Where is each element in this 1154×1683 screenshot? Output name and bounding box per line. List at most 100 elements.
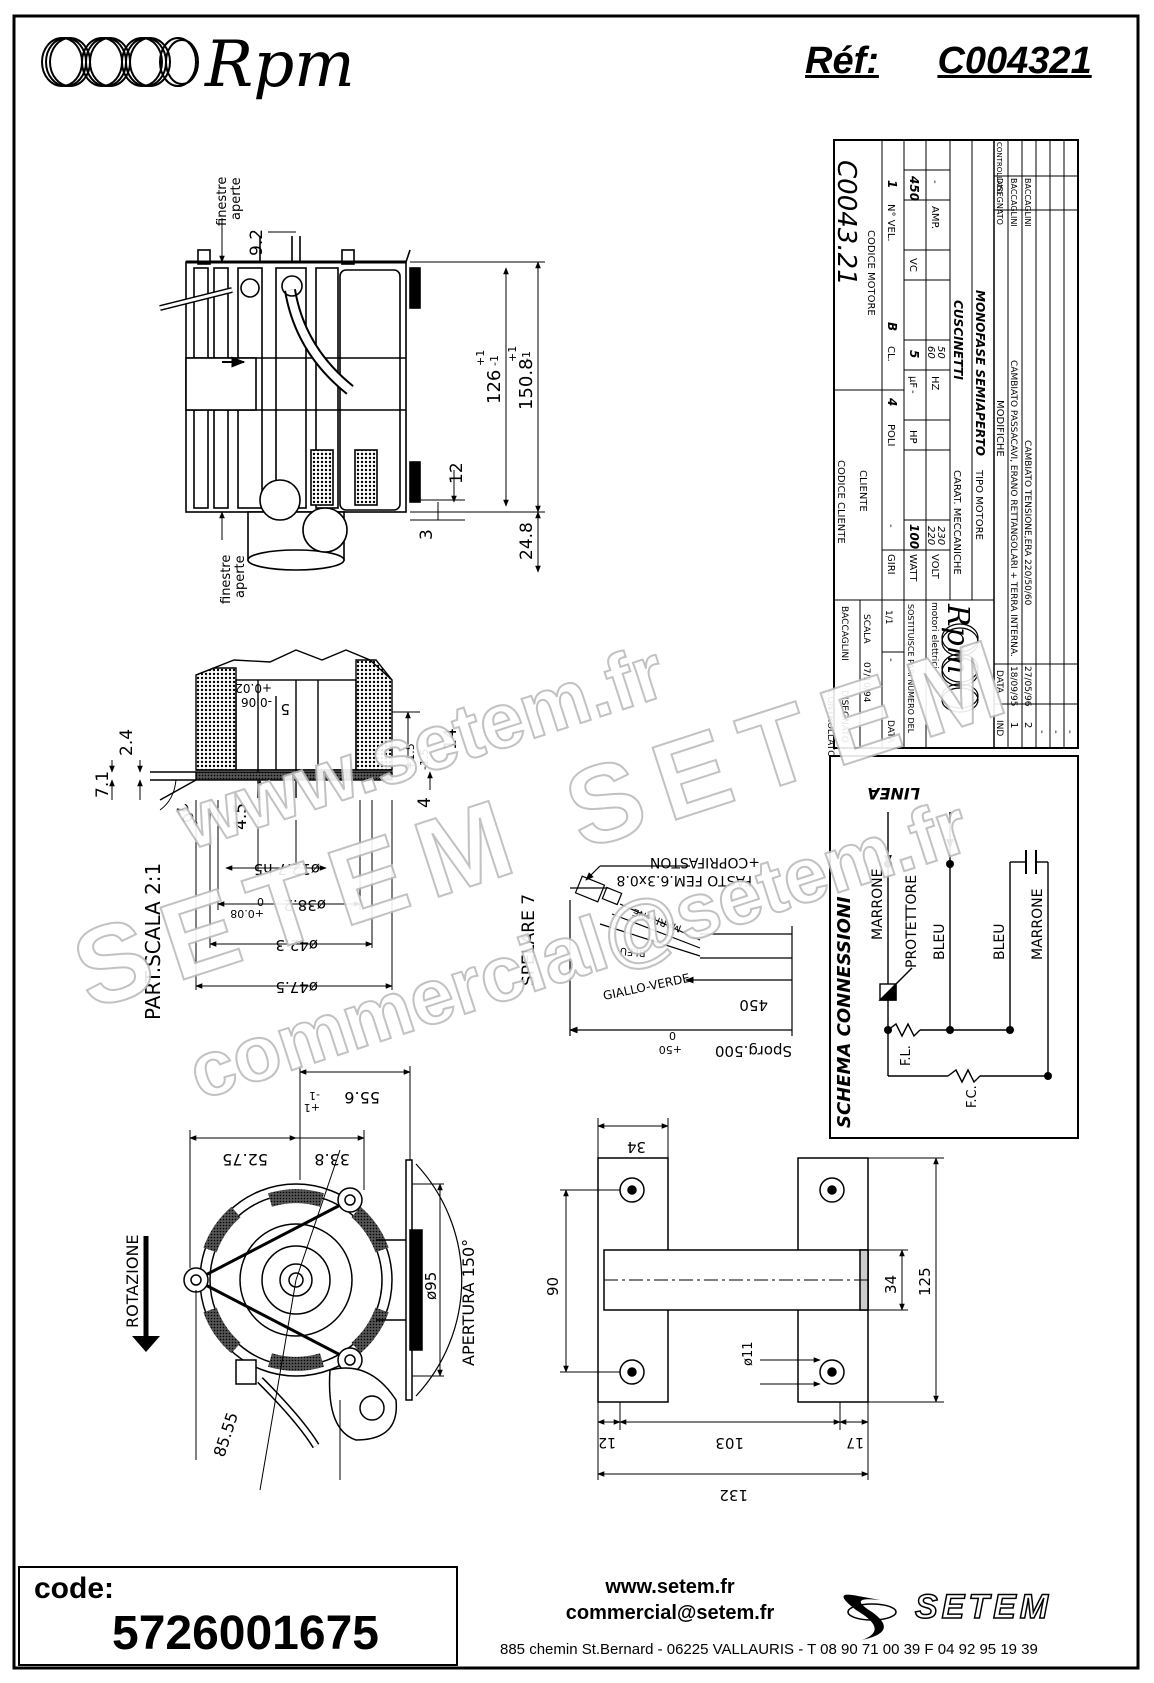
dim-17: 17 — [846, 1434, 864, 1450]
code-value: 5726001675 — [112, 1607, 379, 1660]
controllato-row-label: CONTROLLATO — [825, 690, 835, 757]
window-label-top-2: aperte — [229, 177, 244, 220]
dim-4: 4 — [415, 797, 435, 808]
volt-value-230: 230 — [935, 526, 946, 545]
motor-front-view — [183, 1159, 463, 1449]
product-code-box: code: 5726001675 — [18, 1566, 458, 1666]
mod-row-2-text: CAMBIATO TENSIONE,ERA 220/50/60 — [1022, 440, 1032, 606]
poli-label: POLI — [885, 424, 896, 446]
dim-5-tol-minus: -0.06 — [241, 695, 272, 709]
shaft-detail-dimensions — [109, 711, 433, 990]
dim-38-2-tol-0: 0 — [257, 895, 264, 908]
dim-38-2: ø38.2 — [283, 896, 326, 914]
watt-label: WATT — [907, 554, 918, 582]
fasto-label: FASTO FEM.6.3x0.8 — [617, 872, 753, 888]
volt-value-220: 220 — [925, 526, 936, 545]
dim-1-5-plus: +1.5 — [404, 743, 417, 770]
apertura-label: APERTURA 150° — [459, 1239, 478, 1366]
dim-90: 90 — [544, 1277, 562, 1296]
mod-row-1-text: CAMBIATO PASSACAVI, ERANO RETTANGOLARI +… — [1008, 360, 1018, 657]
top-view-dimensions — [219, 218, 545, 573]
carat-label: CARAT. MECCANICHE — [951, 470, 962, 575]
cl-value: B — [885, 322, 899, 331]
mod-row-2-date: 27/05/96 — [1022, 666, 1032, 707]
mod-row-1-sign: BACCAGLINI — [1009, 178, 1018, 227]
ind-header: IND — [994, 720, 1004, 736]
title-block: - - - 2 27/05/96 CAMBIATO TENSIONE,ERA 2… — [825, 139, 1079, 757]
dim-5-tol-plus: +0.02 — [235, 681, 272, 695]
hz-label: HZ — [929, 376, 940, 391]
scala-label: SCALA — [861, 614, 871, 644]
schema-fl: F.L. — [899, 1045, 914, 1066]
dim-132: 132 — [719, 1486, 748, 1504]
motor-top-view — [159, 236, 421, 571]
dim-33-8: 33.8 — [314, 1150, 350, 1169]
mod-row-1-ind: 1 — [1008, 722, 1019, 728]
nvel-value: 1 — [885, 180, 899, 188]
schema-linea: LINEA — [867, 784, 920, 803]
codice-cliente-label: CODICE CLIENTE — [835, 460, 846, 544]
data-row-label: DATA — [885, 720, 895, 744]
dim-34: 34 — [882, 1275, 900, 1294]
ref-label: Réf: — [805, 40, 879, 82]
mod-blank-3: - — [1036, 730, 1047, 734]
ref-value: C004321 — [937, 40, 1092, 82]
poli-value: 4 — [885, 397, 899, 406]
mod-blank-1: - — [1064, 730, 1075, 734]
schema-marrone: MARRONE — [870, 869, 886, 940]
sporg-tol-plus: +50 — [659, 1043, 682, 1056]
mod-row-1-date: 18/09/95 — [1008, 666, 1018, 706]
uf-value: 5 — [907, 350, 921, 358]
hp-label: HP — [907, 430, 918, 444]
dim-1-5-minus: -1.5 — [418, 749, 431, 770]
data-row-value: 07/10/94 — [861, 662, 871, 703]
codice-motore-value: C0043.21 — [831, 160, 861, 286]
dim-2-4: 2.4 — [117, 729, 137, 756]
footer-address: 885 chemin St.Bernard - 06225 VALLAURIS … — [500, 1641, 1038, 1658]
data-header: DATA — [994, 670, 1004, 694]
cable-drawing — [569, 865, 793, 1036]
dim-55-6-tol-minus: -1 — [309, 1089, 320, 1102]
dim-95: ø95 — [422, 1272, 440, 1300]
footer-website-link[interactable]: www.setem.fr — [605, 1576, 735, 1598]
footer-email-link[interactable]: commercial@setem.fr — [565, 1602, 775, 1624]
sostituisce-label: SOSTITUISCE PARI NUMERO DEL — [906, 604, 915, 734]
mod-blank-2: - — [1050, 730, 1061, 734]
hz-value-60: 60 — [925, 346, 936, 359]
reference-block: Réf: C004321 — [805, 40, 1092, 83]
dim-34-top: 34 — [627, 1138, 646, 1156]
sostituisce-value: - — [885, 658, 896, 662]
tipo-value: MONOFASE SEMIAPERTO — [973, 290, 987, 456]
disegnato-by-label: DISEGNATO — [839, 690, 849, 743]
dim-150-8: 150.8 — [516, 358, 537, 410]
vc-value: 450 — [907, 175, 921, 201]
cl-label: CL. — [885, 346, 896, 362]
dim-55-6-tol-plus: +1 — [304, 1101, 320, 1114]
cable-labels: +COPRIFASTON FASTO FEM.6.3x0.8 MARRONE B… — [519, 854, 792, 1060]
mod-row-2-ind: 2 — [1022, 722, 1033, 728]
title-block-brand-sub: motori elettrici — [929, 602, 939, 669]
code-label: code: — [34, 1572, 115, 1605]
mod-row-2-sign: BACCAGLINI — [1023, 178, 1032, 227]
dim-24-8: 24.8 — [517, 522, 537, 560]
window-label-bottom-2: aperte — [233, 555, 248, 598]
dim-11: ø11 — [741, 1342, 756, 1367]
dim-4-5: 4.5 — [231, 803, 251, 830]
top-view-labels: finestre aperte finestre aperte 9.2 126 … — [215, 177, 537, 604]
window-label-bottom-1: finestre — [219, 555, 234, 604]
dim-52-75: 52.75 — [222, 1150, 268, 1169]
dim-126: 126 — [484, 370, 505, 404]
controllato-header: CONTROLLATO — [995, 142, 1003, 195]
bracket-drawing — [597, 1157, 869, 1403]
giri-value: - — [885, 524, 896, 528]
nvel-label: N° VEL. — [885, 204, 896, 242]
dim-125: 125 — [916, 1267, 934, 1296]
schema-fc: F.C. — [965, 1085, 980, 1108]
copriflaston-label: +COPRIFASTON — [650, 854, 760, 870]
title-block-logo — [941, 623, 979, 713]
setem-logo-text: SETEM — [914, 1587, 1053, 1627]
cliente-label: CLIENTE — [857, 470, 868, 512]
dim-85-55: 85.55 — [210, 1410, 242, 1459]
codice-motore-label: CODICE MOTORE — [865, 230, 876, 316]
